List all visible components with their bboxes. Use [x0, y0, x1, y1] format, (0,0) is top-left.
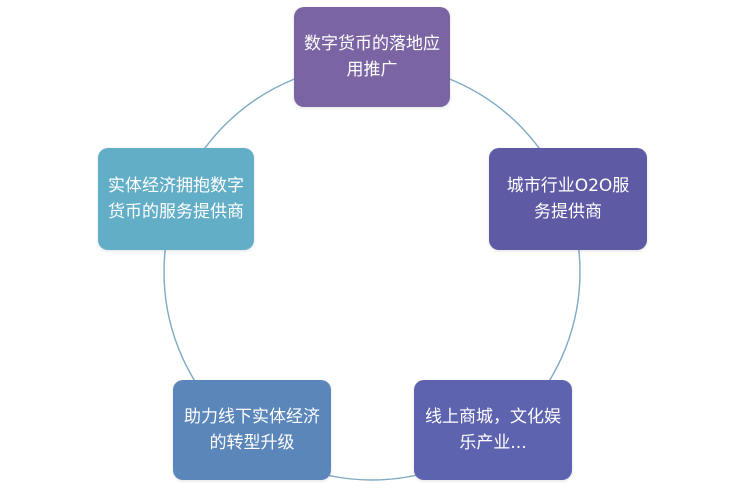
node-city-o2o-provider: 城市行业O2O服务提供商 [489, 148, 647, 250]
node-label: 城市行业O2O服务提供商 [506, 176, 630, 222]
node-label: 线上商城，文化娱乐产业... [425, 407, 561, 453]
node-label: 助力线下实体经济的转型升级 [184, 407, 320, 453]
node-label: 数字货币的落地应用推广 [304, 34, 440, 80]
node-label: 实体经济拥抱数字货币的服务提供商 [108, 176, 244, 222]
node-offline-transformation: 助力线下实体经济的转型升级 [173, 380, 331, 480]
node-digital-currency-promotion: 数字货币的落地应用推广 [294, 7, 450, 107]
node-online-mall-culture: 线上商城，文化娱乐产业... [414, 380, 572, 480]
node-real-economy-provider: 实体经济拥抱数字货币的服务提供商 [98, 148, 254, 250]
